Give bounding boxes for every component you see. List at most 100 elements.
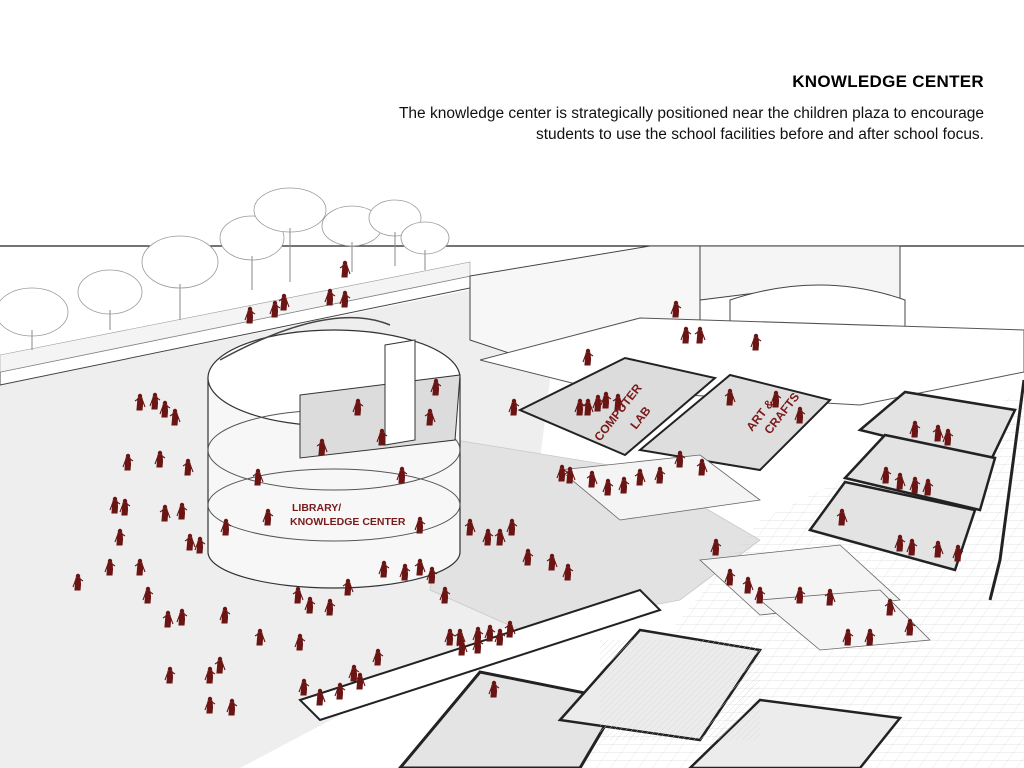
person-figure [314,688,326,706]
person-figure [378,560,390,578]
person-figure [618,476,630,494]
person-figure [906,538,918,556]
person-figure [376,428,388,446]
person-figure [334,682,346,700]
person-figure [546,553,558,571]
person-figure [176,502,188,520]
person-figure [142,586,154,604]
person-figure [770,390,782,408]
person-figure [674,450,686,468]
tree [141,235,219,289]
person-figure [564,466,576,484]
person-figure [842,628,854,646]
person-figure [104,558,116,576]
person-figure [634,468,646,486]
header: KNOWLEDGE CENTER The knowledge center is… [0,0,1024,245]
person-figure [482,528,494,546]
person-figure [909,476,921,494]
person-figure [952,544,964,562]
person-figure [836,508,848,526]
person-figure [372,648,384,666]
library-label-line2: KNOWLEDGE CENTER [290,516,406,528]
person-figure [134,558,146,576]
person-figure [880,466,892,484]
person-figure [942,428,954,446]
person-figure [522,548,534,566]
person-figure [488,680,500,698]
person-figure [220,518,232,536]
person-figure [324,598,336,616]
lower-hatch [600,640,760,740]
person-figure [864,628,876,646]
person-figure [484,624,496,642]
person-figure [506,518,518,536]
person-figure [894,472,906,490]
person-figure [204,696,216,714]
person-figure [909,420,921,438]
person-figure [262,508,274,526]
person-figure [348,664,360,682]
person-figure [562,563,574,581]
person-figure [586,470,598,488]
person-figure [159,400,171,418]
person-figure [612,393,624,411]
person-figure [508,398,520,416]
person-figure [922,478,934,496]
person-figure [252,468,264,486]
person-figure [439,586,451,604]
page-description: The knowledge center is strategically po… [398,105,984,143]
person-figure [894,534,906,552]
library-core [384,339,416,446]
person-figure [444,628,456,646]
person-figure [162,610,174,628]
person-figure [472,636,484,654]
person-figure [194,536,206,554]
person-figure [184,533,196,551]
person-figure [72,573,84,591]
person-figure [159,504,171,522]
library-label-line1: LIBRARY/ [292,502,341,514]
person-figure [556,464,568,482]
person-figure [292,586,304,604]
person-figure [694,326,706,344]
person-figure [742,576,754,594]
person-figure [724,568,736,586]
person-figure [456,638,468,656]
person-figure [149,392,161,410]
tree [77,269,143,315]
person-figure [352,398,364,416]
person-figure [204,666,216,684]
person-figure [582,348,594,366]
person-figure [602,478,614,496]
person-figure [114,528,126,546]
person-figure [932,540,944,558]
person-figure [680,326,692,344]
person-figure [424,408,436,426]
person-figure [294,633,306,651]
person-figure [932,424,944,442]
person-figure [696,458,708,476]
person-figure [354,672,366,690]
person-figure [176,608,188,626]
person-figure [254,628,266,646]
tree [0,287,69,337]
person-figure [884,598,896,616]
library-building [207,316,461,589]
person-figure [710,538,722,556]
person-figure [342,578,354,596]
person-figure [582,398,594,416]
hedge-strip [0,261,471,373]
lower-wall [298,588,662,722]
person-figure [298,678,310,696]
person-figure [600,391,612,409]
person-figure [464,518,476,536]
person-figure [904,618,916,636]
library-ramp [219,316,391,361]
art-crafts-room [637,373,832,472]
person-figure [164,666,176,684]
person-figure [134,393,146,411]
person-figure [304,596,316,614]
person-figure [339,290,351,308]
person-figure [278,293,290,311]
